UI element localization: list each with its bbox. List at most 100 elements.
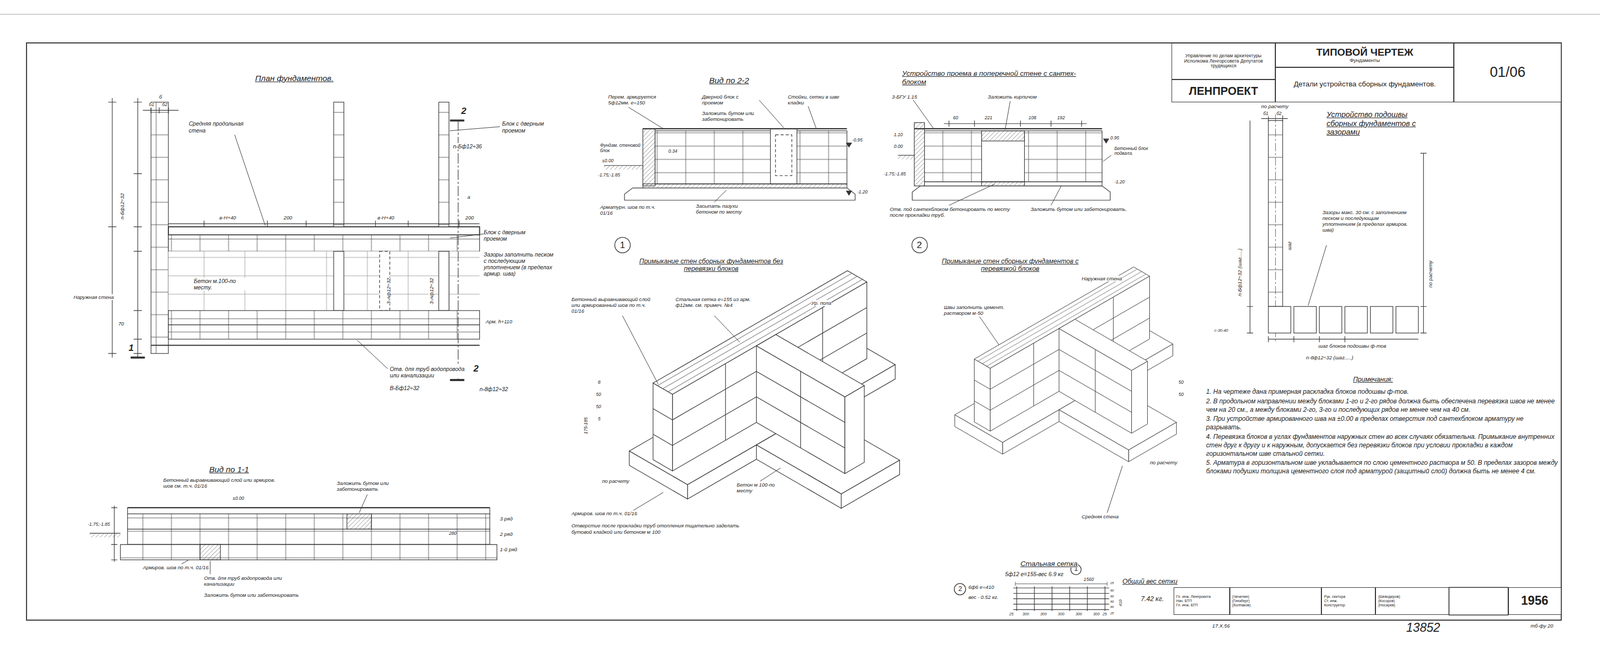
annotation-text: 5 [597, 416, 601, 422]
title-block-text: (Колпаков) [1232, 602, 1251, 607]
annotation-text: 25 [1110, 580, 1114, 585]
annotation-text: Наружная стена [1081, 275, 1122, 282]
annotation-text: Заложить кирпичом [987, 93, 1037, 100]
section-opening [981, 130, 1025, 182]
annotation-text: -1.20 [1114, 179, 1125, 185]
footing-layout [1420, 153, 1427, 333]
foundation-plan [133, 97, 142, 358]
title-block-cell: (Шеводеров)(Косоров)(Носарев) [1375, 586, 1450, 615]
annotation-text: В-Бф12÷32 [389, 384, 420, 391]
foundation-plan [438, 251, 449, 311]
annotation-text: б1 [1263, 111, 1269, 117]
annotation-text: шаг блоков подошвы ф-тов [1318, 342, 1387, 349]
isometric-junction [629, 270, 900, 508]
note-item: 5. Арматура в горизонтальном шве укладыв… [1205, 458, 1559, 476]
annotation-text: Стойки, сетки в шве кладки [787, 93, 841, 106]
footing-layout [1344, 306, 1367, 333]
annotation-text: 0.95 [1110, 135, 1120, 141]
annotation-text: 300 [1093, 611, 1100, 616]
title-block-text: 1956 [1521, 593, 1549, 607]
section-opening [1103, 138, 1110, 143]
annotation-text: 192 [1057, 115, 1065, 121]
annotation-text: Бетон м.100-по месту. [193, 277, 254, 291]
annotation-text: 70 [118, 320, 124, 327]
annotation-text: 200 [283, 214, 293, 221]
section-opening [912, 185, 1111, 201]
footing-layout [1308, 245, 1327, 306]
annotation-text: Зазоры заполнить песком с последующим уп… [483, 251, 558, 277]
section-1-1 [200, 543, 221, 560]
foundation-plan [108, 97, 500, 380]
annotation-text: Заложить бутом или забетонировать [203, 591, 299, 598]
title-block-text: Гл. инж. БТП [1176, 602, 1199, 607]
title-block-text: Гл. инж. Ленпроекта [1176, 594, 1211, 599]
section-1-1 [346, 513, 372, 530]
footing-layout [1370, 306, 1393, 333]
section-2-2 [628, 100, 817, 203]
annotation-text: 300 [1057, 611, 1065, 616]
annotation-text: -1.20 [856, 189, 868, 195]
annotation-text: -0.95 [852, 137, 863, 143]
annotation-text: Отверстие после прокладки труб отопления… [571, 522, 746, 534]
view-title: Примыкание стен сборных фундаментов без … [624, 257, 799, 273]
section-1-1 [120, 543, 497, 560]
annotation-text: n-Бф12÷36 [452, 142, 482, 150]
steel-mesh [1016, 585, 1106, 611]
annotation-text: Бетонный блок подвала. [1114, 146, 1156, 157]
title-block-cell: Рук. сектораСт. инж.Конструктор [1321, 586, 1376, 615]
annotation-text: Ур. пола [811, 299, 832, 306]
title-block-cell: 01/06 [1453, 42, 1561, 103]
steel-mesh [1013, 587, 1110, 610]
annotation-text: Заложить бутом или забетонировать [702, 110, 759, 122]
annotation-text: тб-фу 20 [1530, 622, 1554, 629]
annotation-text: 50 [595, 391, 602, 398]
annotation-text: 25 [1110, 610, 1114, 615]
annotation-text: 3 ряд [499, 515, 513, 522]
section-opening [924, 181, 1103, 186]
annotation-text: Арм. h+110 [485, 318, 513, 325]
annotation-text: 5ф12 е=155-вес 6.9 кг [1005, 570, 1064, 577]
title-block-cell: Гл. инж. ЛенпроектаНач. БТПГл. инж. БТП [1173, 586, 1230, 615]
annotation-text: 60 [953, 115, 959, 121]
section-opening [914, 122, 925, 186]
title-block-text: Нач. БТП [1176, 598, 1193, 603]
isometric-junction [653, 382, 673, 471]
section-1-1 [90, 494, 498, 574]
footing-layout [1396, 306, 1419, 333]
view-title: Примыкание стен сборных фундаментов с пе… [923, 257, 1098, 273]
callout-number: 2 [958, 585, 962, 593]
annotation-text: ±0.00 [232, 495, 245, 502]
annotation-text: Бетонный выравнивающий слой или армирова… [571, 296, 654, 314]
section-1-1 [127, 506, 490, 508]
view-title: Вид по 2-2 [709, 75, 749, 86]
section-2-2 [655, 130, 847, 184]
foundation-plan [150, 344, 480, 346]
annotation-text: 1560 [1083, 576, 1094, 583]
section-2-2 [624, 188, 855, 201]
annotation-text: 17.X.56 [1212, 622, 1230, 629]
annotation-text: в-Н+40 [377, 214, 395, 221]
section-2-2 [642, 183, 847, 189]
title-block-text: (Носарев) [1378, 602, 1396, 607]
dimension-text: 175-185 [583, 416, 589, 434]
view-title: Устройство подошвы сборных фундаментов с… [1326, 110, 1439, 137]
title-block-text: Фундаменты [1349, 57, 1380, 64]
footing-layout [1319, 306, 1342, 333]
dimension-text: 410 [1118, 599, 1124, 607]
foundation-plan [333, 102, 344, 227]
annotation-text: с-30-40 [1214, 328, 1229, 334]
annotation-text: 50 [1178, 379, 1184, 386]
annotation-text: Отв. для труб водопровода или канализаци… [203, 574, 286, 587]
isometric-junction [756, 371, 845, 449]
annotation-text: Дверной блок с проемом [702, 93, 759, 106]
steel-mesh [1015, 581, 1107, 586]
steel-mesh [1013, 581, 1110, 611]
annotation-text: 300 [1075, 611, 1083, 616]
section-1-1 [127, 528, 490, 544]
foundation-plan [168, 251, 480, 311]
note-item: 3. При устройстве армированного шва на ±… [1205, 414, 1559, 432]
foundation-plan [168, 324, 480, 339]
annotation-text: в-Н+40 [219, 214, 237, 221]
annotation-text: 200 [465, 214, 475, 221]
annotation-text: 221 [984, 115, 992, 121]
